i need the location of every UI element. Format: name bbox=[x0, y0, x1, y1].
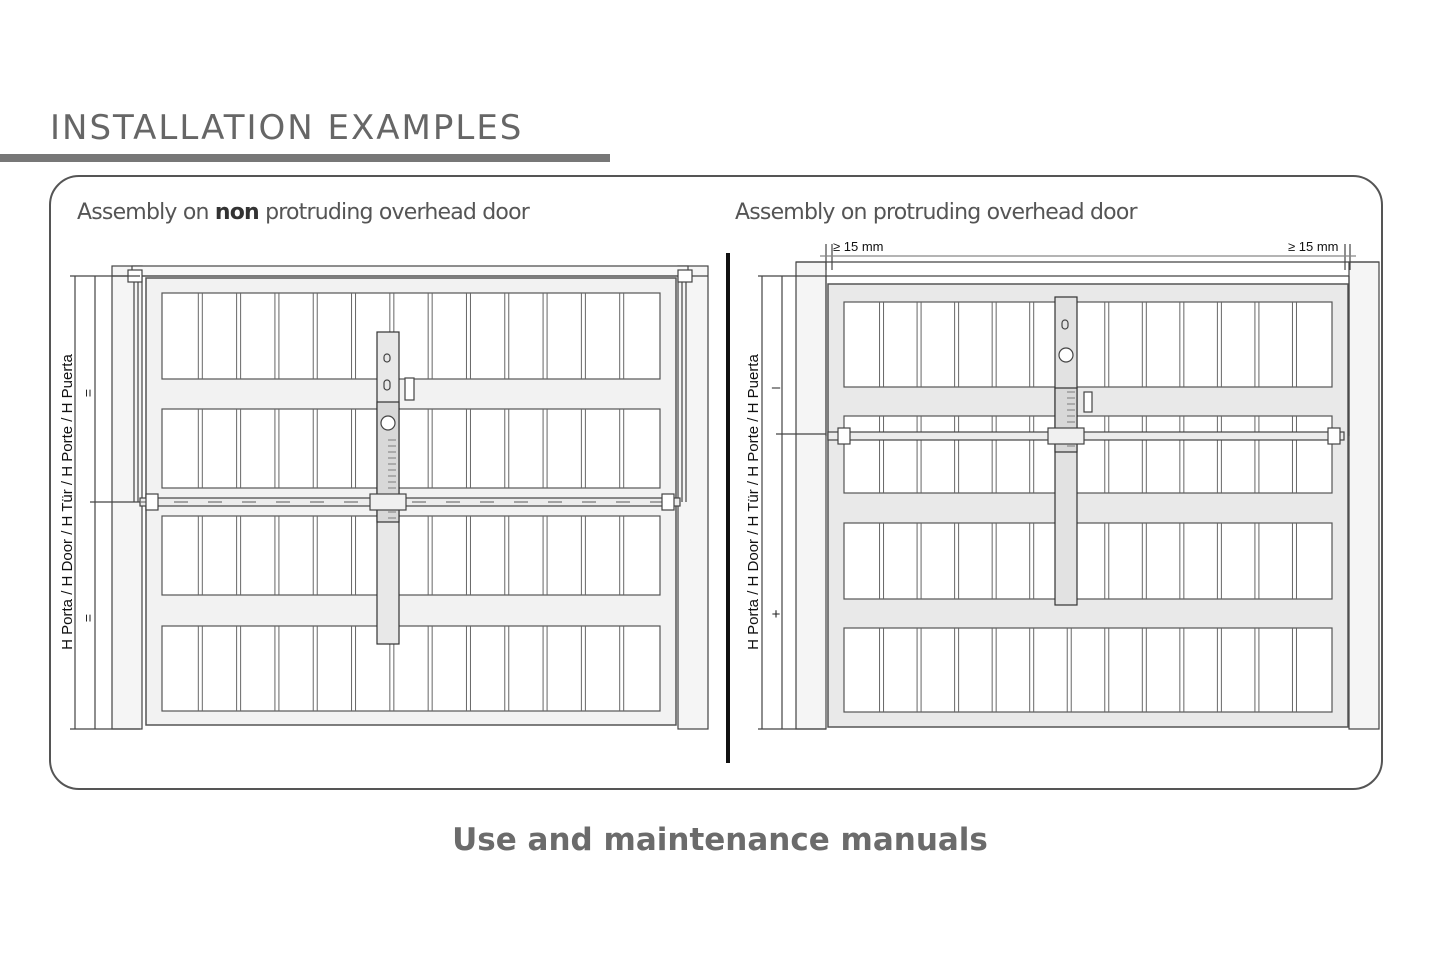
page-title: INSTALLATION EXAMPLES bbox=[50, 108, 524, 148]
right-height-label: H Porta / H Door / H Tür / H Porte / H P… bbox=[745, 354, 762, 650]
bar-end-right bbox=[1327, 427, 1341, 445]
actuator-clamp bbox=[1047, 427, 1085, 445]
clearance-right-label: ≥ 15 mm bbox=[1288, 239, 1338, 254]
actuator-knob bbox=[380, 415, 396, 431]
panel-row bbox=[161, 408, 661, 489]
actuator-clamp bbox=[369, 493, 407, 511]
panel-row bbox=[161, 625, 661, 712]
lock-handle bbox=[1083, 391, 1093, 413]
right-lower-mark: + bbox=[772, 606, 781, 623]
footer-link[interactable]: Use and maintenance manuals bbox=[452, 822, 988, 858]
panel-row bbox=[843, 627, 1333, 713]
right-wall-pillar bbox=[1348, 261, 1380, 730]
left-wall-pillar bbox=[111, 265, 143, 730]
left-lower-mark: = bbox=[80, 614, 96, 622]
right-door-diagram bbox=[758, 244, 1380, 730]
panel-row bbox=[843, 301, 1333, 388]
right-top-bracket bbox=[677, 269, 693, 283]
door-panels bbox=[161, 292, 661, 712]
bar-end-right bbox=[661, 493, 675, 511]
bar-end-left bbox=[145, 493, 159, 511]
actuator-rack bbox=[388, 439, 396, 519]
left-caption-post: protruding overhead door bbox=[258, 200, 530, 225]
left-height-label: H Porta / H Door / H Tür / H Porte / H P… bbox=[59, 354, 76, 650]
panel-row bbox=[843, 522, 1333, 600]
left-caption-pre: Assembly on bbox=[77, 200, 215, 225]
right-caption: Assembly on protruding overhead door bbox=[735, 200, 1138, 225]
examples-panel bbox=[49, 175, 1383, 790]
left-door-diagram bbox=[70, 265, 709, 730]
bar-end-left bbox=[837, 427, 851, 445]
door-panels bbox=[843, 301, 1333, 713]
panel-row bbox=[161, 292, 661, 380]
left-upper-mark: = bbox=[80, 389, 96, 397]
door-lintel bbox=[131, 265, 689, 277]
left-wall-pillar bbox=[795, 261, 827, 730]
actuator-knob bbox=[1058, 347, 1074, 363]
right-upper-mark: – bbox=[772, 379, 781, 396]
left-caption-bold: non bbox=[214, 200, 260, 225]
panel-row bbox=[843, 415, 1333, 494]
panel-row bbox=[161, 515, 661, 596]
lock-handle bbox=[404, 377, 415, 401]
left-caption: Assembly on non protruding overhead door bbox=[77, 200, 530, 225]
title-underline bbox=[0, 154, 610, 162]
panel-divider bbox=[726, 253, 730, 763]
clearance-left-label: ≥ 15 mm bbox=[833, 239, 883, 254]
horizontal-bar bbox=[827, 431, 1345, 441]
